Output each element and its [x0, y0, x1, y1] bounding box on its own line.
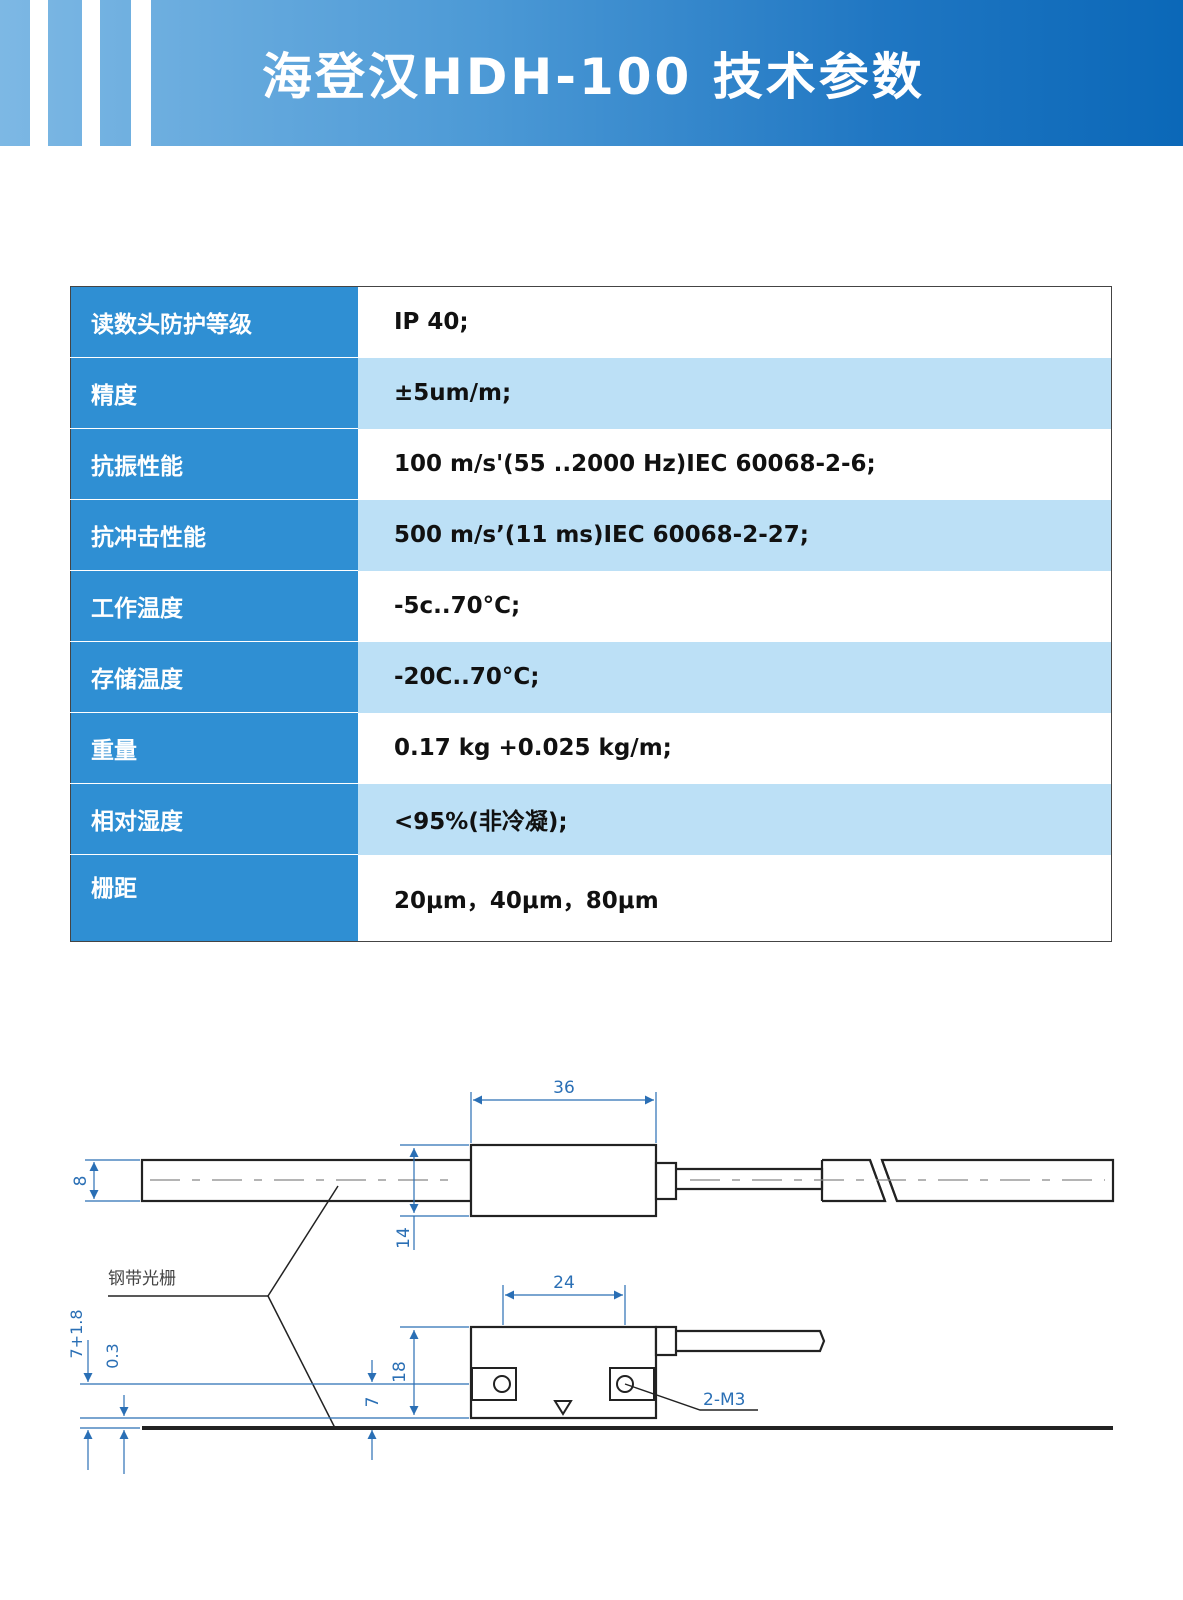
dim-03-label: 0.3	[103, 1343, 122, 1368]
spec-label: 栅距	[70, 854, 358, 942]
header-banner: 海登汉HDH-100 技术参数	[0, 0, 1183, 146]
banner-stripe	[30, 0, 48, 146]
table-row: 重量 0.17 kg +0.025 kg/m;	[70, 712, 1112, 784]
spec-label: 读数头防护等级	[70, 286, 358, 358]
cable	[676, 1167, 824, 1191]
spec-value: 20μm，40μm，80μm	[358, 854, 1112, 942]
top-dimensions	[85, 1092, 657, 1250]
table-row: 抗冲击性能 500 m/s’(11 ms)IEC 60068-2-27;	[70, 499, 1112, 571]
table-row: 栅距 20μm，40μm，80μm	[70, 854, 1112, 942]
spec-value: 100 m/s'(55 ..2000 Hz)IEC 60068-2-6;	[358, 428, 1112, 500]
spec-value: -5c..70°C;	[358, 570, 1112, 642]
dim-718-label: 7+1.8	[67, 1309, 86, 1358]
banner-stripe	[82, 0, 100, 146]
top-view	[140, 1143, 1115, 1218]
scale-leader	[108, 1185, 339, 1429]
technical-drawing: 36 8 14 钢带光栅 2-M3 24 18 7 7+1.8	[67, 1078, 1115, 1474]
m3-leader	[624, 1383, 758, 1411]
cable-gland-side	[654, 1325, 678, 1357]
spec-table: 读数头防护等级 IP 40; 精度 ±5um/m; 抗振性能 100 m/s'(…	[70, 286, 1112, 942]
spec-label: 重量	[70, 712, 358, 784]
dim-18-label: 18	[390, 1361, 410, 1383]
steel-scale-label: 钢带光栅	[108, 1269, 176, 1289]
cable-side	[676, 1329, 826, 1353]
mount-hole-left-circle	[493, 1375, 511, 1393]
spec-label: 精度	[70, 357, 358, 429]
table-row: 读数头防护等级 IP 40;	[70, 286, 1112, 358]
dim-36-label: 36	[553, 1078, 575, 1098]
table-row: 存储温度 -20C..70°C;	[70, 641, 1112, 713]
mount-hole-right	[609, 1367, 655, 1401]
spec-label: 存储温度	[70, 641, 358, 713]
spec-value: IP 40;	[358, 286, 1112, 358]
reference-triangle	[553, 1400, 573, 1416]
page-title: 海登汉HDH-100 技术参数	[262, 48, 925, 106]
m3-label: 2-M3	[703, 1390, 745, 1410]
table-row: 相对湿度 <95%(非冷凝);	[70, 783, 1112, 855]
dim-8-label: 8	[71, 1176, 91, 1187]
dim-24-label: 24	[553, 1273, 575, 1293]
spec-label: 工作温度	[70, 570, 358, 642]
spec-value: 0.17 kg +0.025 kg/m;	[358, 712, 1112, 784]
banner-stripe	[131, 0, 151, 146]
spec-label: 抗冲击性能	[70, 499, 358, 571]
spec-label: 相对湿度	[70, 783, 358, 855]
side-dimensions	[80, 1285, 626, 1474]
spec-value: <95%(非冷凝);	[358, 783, 1112, 855]
mount-hole-right-circle	[616, 1375, 634, 1393]
dim-14-label: 14	[394, 1227, 414, 1249]
spec-value: ±5um/m;	[358, 357, 1112, 429]
table-row: 工作温度 -5c..70°C;	[70, 570, 1112, 642]
mount-hole-left	[471, 1367, 517, 1401]
spec-label: 抗振性能	[70, 428, 358, 500]
readhead-body	[469, 1143, 658, 1218]
table-row: 抗振性能 100 m/s'(55 ..2000 Hz)IEC 60068-2-6…	[70, 428, 1112, 500]
spec-value: -20C..70°C;	[358, 641, 1112, 713]
spec-value: 500 m/s’(11 ms)IEC 60068-2-27;	[358, 499, 1112, 571]
table-row: 精度 ±5um/m;	[70, 357, 1112, 429]
cable-gland	[654, 1161, 678, 1201]
side-view	[142, 1325, 1113, 1430]
readhead-side	[469, 1325, 658, 1420]
dim-7-label: 7	[363, 1397, 383, 1408]
